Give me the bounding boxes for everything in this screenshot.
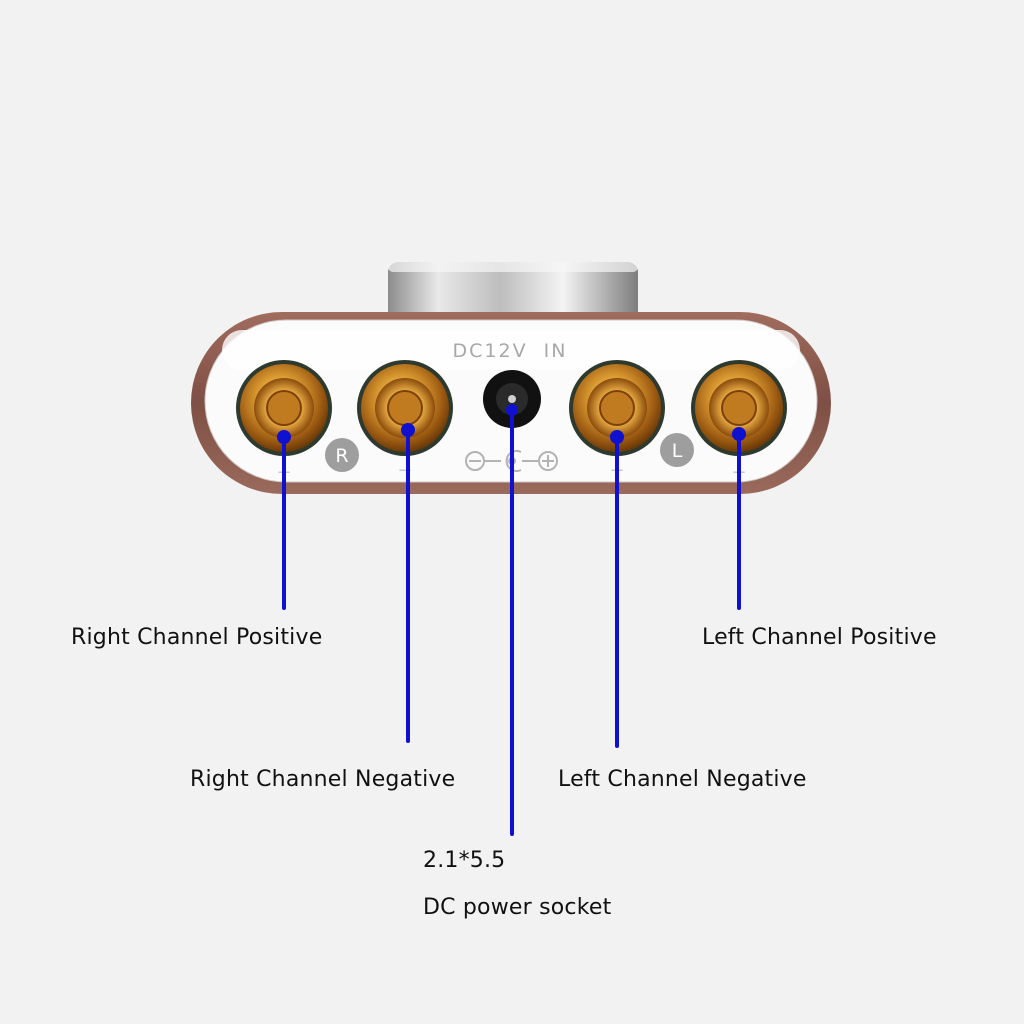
callout-lines bbox=[282, 408, 741, 836]
terminal-left-negative[interactable] bbox=[569, 360, 665, 456]
callout-dot-right-negative bbox=[401, 423, 415, 437]
minus-mark-right-negative: − bbox=[397, 460, 412, 481]
panel-label: DC12V IN bbox=[453, 340, 568, 362]
left-channel-badge: L bbox=[660, 433, 694, 467]
right-channel-badge: R bbox=[325, 438, 359, 472]
terminal-right-negative[interactable] bbox=[357, 360, 453, 456]
label-dc-power-socket: DC power socket bbox=[423, 895, 612, 920]
callout-dots bbox=[277, 404, 746, 444]
polarity-icon bbox=[465, 450, 558, 472]
dc-socket-icon[interactable] bbox=[483, 370, 541, 428]
callout-dot-dc-socket bbox=[506, 404, 518, 416]
label-left-channel-negative: Left Channel Negative bbox=[558, 767, 807, 792]
terminal-right-positive[interactable] bbox=[236, 360, 332, 456]
volume-knob bbox=[388, 262, 638, 324]
callout-dot-right-positive bbox=[277, 430, 291, 444]
svg-text:L: L bbox=[672, 440, 683, 462]
callout-dot-left-positive bbox=[732, 427, 746, 441]
label-right-channel-negative: Right Channel Negative bbox=[190, 767, 456, 792]
label-left-channel-positive: Left Channel Positive bbox=[702, 625, 937, 650]
label-dc-size: 2.1*5.5 bbox=[423, 848, 506, 873]
svg-text:R: R bbox=[335, 445, 348, 467]
callout-dot-left-negative bbox=[610, 430, 624, 444]
terminal-left-positive[interactable] bbox=[691, 360, 787, 456]
label-right-channel-positive: Right Channel Positive bbox=[71, 625, 323, 650]
